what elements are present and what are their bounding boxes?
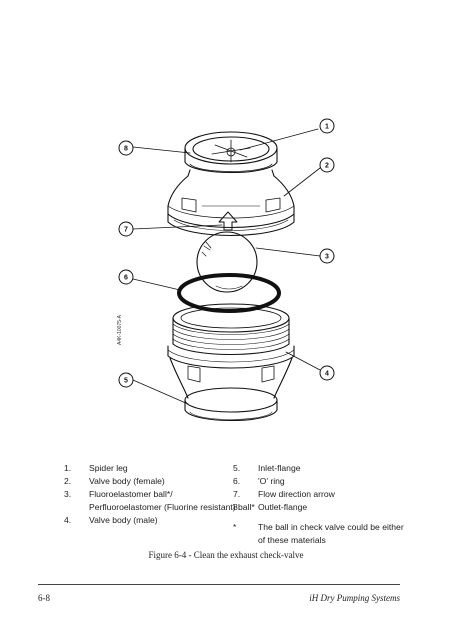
legend-number: 2. (64, 476, 72, 486)
legend-item: 1. Spider leg (64, 462, 255, 475)
callout-2: 2 (325, 163, 329, 170)
callout-6: 6 (124, 275, 128, 282)
legend-number: 4. (64, 515, 72, 525)
legend-item: 5. Inlet-flange (233, 462, 335, 475)
callout-7: 7 (124, 227, 128, 234)
check-valve-exploded-diagram: 1 2 3 4 5 6 7 8 A4K-10075-A (117, 118, 335, 421)
legend-item: 3. Fluoroelastomer ball*/ (64, 488, 255, 501)
legend-number: 3. (64, 489, 72, 499)
figure-side-code: A4K-10075-A (117, 314, 123, 345)
leader-lines (132, 128, 321, 405)
footer-title: iH Dry Pumping Systems (309, 593, 400, 603)
legend-item: 8. Outlet-flange (233, 501, 335, 514)
legend-text: Outlet-flange (258, 502, 308, 512)
legend-text: Inlet-flange (258, 463, 301, 473)
figure-caption: Figure 6-4 - Clean the exhaust check-val… (148, 550, 304, 560)
legend-item: 4. Valve body (male) (64, 514, 255, 527)
legend-text: Spider leg (89, 463, 128, 473)
legend-number: 1. (64, 463, 72, 473)
legend-number: 7. (233, 489, 241, 499)
legend-item: 6. 'O' ring (233, 475, 335, 488)
legend-text: 'O' ring (258, 476, 285, 486)
callout-4: 4 (325, 371, 329, 378)
material-note: * The ball in check valve could be either… (233, 521, 404, 547)
legend-text: Perfluoroelastomer (Fluorine resistant) … (89, 502, 255, 512)
valve-body-male (167, 303, 295, 421)
legend-right: 5. Inlet-flange 6. 'O' ring 7. Flow directi… (233, 462, 335, 514)
callout-circles (118, 118, 335, 388)
valve-body-female (167, 131, 295, 237)
legend-text: Flow direction arrow (258, 489, 335, 499)
legend-number: 5. (233, 463, 241, 473)
check-ball (196, 231, 258, 293)
legend-item: 2. Valve body (female) (64, 475, 255, 488)
legend-number: 6. (233, 476, 241, 486)
legend-item: Perfluoroelastomer (Fluorine resistant) … (64, 501, 255, 514)
note-line: The ball in check valve could be either (258, 522, 404, 532)
legend-item: 7. Flow direction arrow (233, 488, 335, 501)
callout-3: 3 (325, 254, 329, 261)
legend-number (64, 501, 89, 514)
callout-5: 5 (124, 378, 128, 385)
legend-number: 8. (233, 502, 241, 512)
legend-text: Fluoroelastomer ball*/ (89, 489, 173, 499)
callout-1: 1 (325, 124, 329, 131)
note-line: of these materials (258, 535, 326, 545)
legend-left: 1. Spider leg 2. Valve body (female) 3. Flu… (64, 462, 255, 527)
page-number: 6-8 (38, 593, 50, 603)
o-ring (177, 273, 281, 313)
footer-divider (38, 584, 400, 585)
legend-text: Valve body (male) (89, 515, 158, 525)
note-mark: * (233, 522, 237, 532)
callout-8: 8 (124, 146, 128, 153)
legend-text: Valve body (female) (89, 476, 165, 486)
